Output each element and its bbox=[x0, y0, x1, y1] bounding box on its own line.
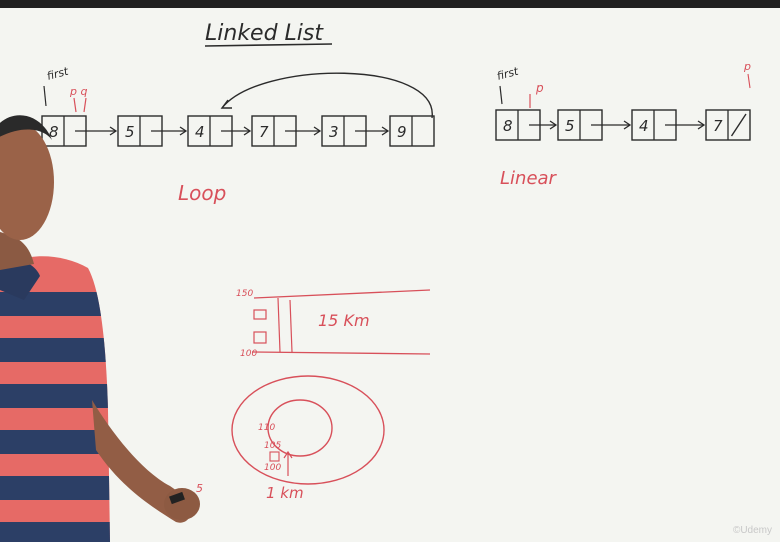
linear-first-arrow bbox=[499, 85, 503, 105]
linear-top-right-label: p bbox=[743, 60, 751, 73]
loop-next-arrowhead bbox=[243, 126, 252, 136]
loop-node-value: 8 bbox=[49, 123, 59, 141]
road-top-line bbox=[253, 289, 431, 299]
road-car-top bbox=[253, 309, 267, 320]
loop-node-value: 3 bbox=[329, 123, 339, 141]
loop-node-value: 7 bbox=[259, 123, 269, 141]
circle-distance: 1 km bbox=[266, 484, 304, 502]
loop-next-arrowhead bbox=[109, 126, 118, 136]
linear-first-label: first bbox=[495, 65, 520, 83]
linear-caption: Linear bbox=[500, 168, 558, 189]
top-bar bbox=[0, 0, 780, 8]
loop-next-arrowhead bbox=[313, 126, 322, 136]
presenter-neck bbox=[0, 232, 34, 270]
circle-mark-3: 100 bbox=[264, 463, 281, 473]
linear-node-list: 8 5 4 7 bbox=[495, 109, 751, 141]
linear-top-right-arrow bbox=[747, 73, 751, 89]
road-distance: 15 Km bbox=[318, 311, 370, 330]
presenter-hair bbox=[0, 115, 52, 140]
road-top-mark: 150 bbox=[236, 289, 253, 299]
loop-q-arrow bbox=[83, 97, 87, 113]
linear-next-arrowhead bbox=[623, 120, 632, 130]
loop-node-list: 8 5 4 7 3 9 bbox=[41, 115, 435, 147]
loop-caption: Loop bbox=[178, 181, 226, 205]
loop-node-value: 5 bbox=[125, 123, 135, 141]
linear-null-slash bbox=[730, 113, 747, 137]
road-car-bottom bbox=[253, 331, 267, 344]
loop-p-arrow bbox=[73, 97, 77, 113]
loop-pointer-labels: p q bbox=[69, 85, 87, 98]
loop-node-value: 9 bbox=[397, 123, 407, 141]
loop-back-curve bbox=[221, 72, 433, 119]
board-title: Linked List bbox=[205, 21, 324, 46]
presenter-head bbox=[0, 124, 54, 240]
circle-side-mark: 5 bbox=[196, 482, 203, 495]
road-bottom-mark: 100 bbox=[240, 349, 257, 359]
marker-pen bbox=[169, 491, 185, 505]
loop-first-label: first bbox=[45, 65, 70, 83]
loop-first-arrow bbox=[43, 85, 47, 107]
presenter-arm bbox=[92, 400, 193, 523]
circle-sketch: 110 105 100 1 km 5 bbox=[196, 375, 385, 502]
loop-node-value: 4 bbox=[195, 123, 205, 141]
presenter-collar bbox=[0, 259, 40, 300]
circle-mark-2: 105 bbox=[264, 441, 281, 451]
loop-back-arrowhead bbox=[220, 99, 232, 109]
circle-mark-1: 110 bbox=[258, 423, 275, 433]
loop-next-arrowhead bbox=[381, 126, 390, 136]
road-rail-left bbox=[277, 297, 281, 353]
circle-up-arrowhead bbox=[283, 450, 293, 459]
presenter-shirt bbox=[0, 256, 110, 542]
linear-next-arrowhead bbox=[697, 120, 706, 130]
inner-track bbox=[267, 399, 333, 457]
road-sketch: 150 100 15 Km bbox=[236, 289, 431, 359]
outer-track bbox=[231, 375, 385, 485]
presenter bbox=[0, 115, 200, 542]
circle-car bbox=[269, 451, 280, 462]
linear-next-arrowhead bbox=[549, 120, 558, 130]
road-rail-right bbox=[289, 299, 293, 353]
title-underline bbox=[204, 43, 333, 47]
linear-pointer-label: p bbox=[535, 81, 544, 95]
linear-node-value: 5 bbox=[565, 117, 575, 135]
loop-next-arrowhead bbox=[179, 126, 188, 136]
linear-node-value: 4 bbox=[639, 117, 649, 135]
linear-node-value: 7 bbox=[713, 117, 723, 135]
watermark: ©Udemy bbox=[732, 525, 772, 536]
linear-node-value: 8 bbox=[503, 117, 513, 135]
road-bottom-line bbox=[251, 351, 431, 355]
